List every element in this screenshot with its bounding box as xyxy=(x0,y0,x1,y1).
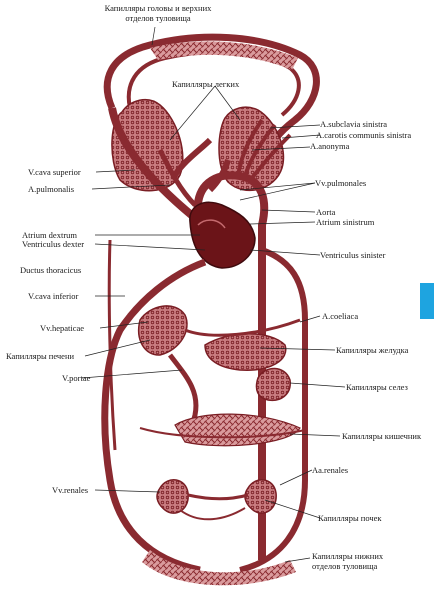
kidney-capillaries xyxy=(157,480,276,520)
label-a-carotis-communis-sinistra: A.carotis communis sinistra xyxy=(316,131,411,140)
stomach-capillaries xyxy=(185,320,300,370)
label-v-cava-superior: V.cava superior xyxy=(28,168,81,177)
label-capillaries-head-top: Капилляры головы и верхних xyxy=(88,4,228,13)
label-vv-hepaticae: Vv.hepaticae xyxy=(40,324,84,333)
label-ventriculus-sinister: Ventriculus sinister xyxy=(320,251,385,260)
main-vessel-loops xyxy=(105,240,305,570)
label-v-cava-inferior: V.cava inferior xyxy=(28,292,78,301)
label-a-pulmonalis: A.pulmonalis xyxy=(28,185,74,194)
label-capillaries-stomach: Капилляры желудка xyxy=(336,346,408,355)
spleen-capillaries xyxy=(256,368,290,400)
label-a-coeliaca: A.coeliaca xyxy=(322,312,358,321)
label-a-subclavia-sinistra: A.subclavia sinistra xyxy=(320,120,387,129)
label-ductus-thoracicus: Ductus thoracicus xyxy=(20,266,81,275)
label-aorta: Aorta xyxy=(316,208,335,217)
label-capillaries-kidneys: Капилляры почек xyxy=(318,514,382,523)
label-atrium-sinistrum: Atrium sinistrum xyxy=(316,218,374,227)
label-capillaries-spleen: Капилляры селез xyxy=(346,383,408,392)
liver-capillaries xyxy=(139,306,187,355)
label-aa-renales: Aa.renales xyxy=(312,466,348,475)
label-a-anonyma: A.anonyma xyxy=(310,142,349,151)
label-ventriculus-dexter: Ventriculus dexter xyxy=(22,240,84,249)
label-capillaries-lower-top: Капилляры нижних xyxy=(312,552,383,561)
label-v-portae: V.portae xyxy=(62,374,90,383)
side-tab-marker xyxy=(420,283,434,319)
label-capillaries-head-bottom: отделов туловища xyxy=(88,14,228,23)
label-vv-renales: Vv.renales xyxy=(52,486,88,495)
label-capillaries-liver: Капилляры печени xyxy=(6,352,74,361)
label-capillaries-lungs: Капилляры легких xyxy=(172,80,239,89)
label-vv-pulmonales: Vv.pulmonales xyxy=(315,179,366,188)
intestine-capillaries xyxy=(140,414,305,446)
label-capillaries-lower-bottom: отделов туловища xyxy=(312,562,377,571)
label-capillaries-intestine: Капилляры кишечник xyxy=(342,432,421,441)
